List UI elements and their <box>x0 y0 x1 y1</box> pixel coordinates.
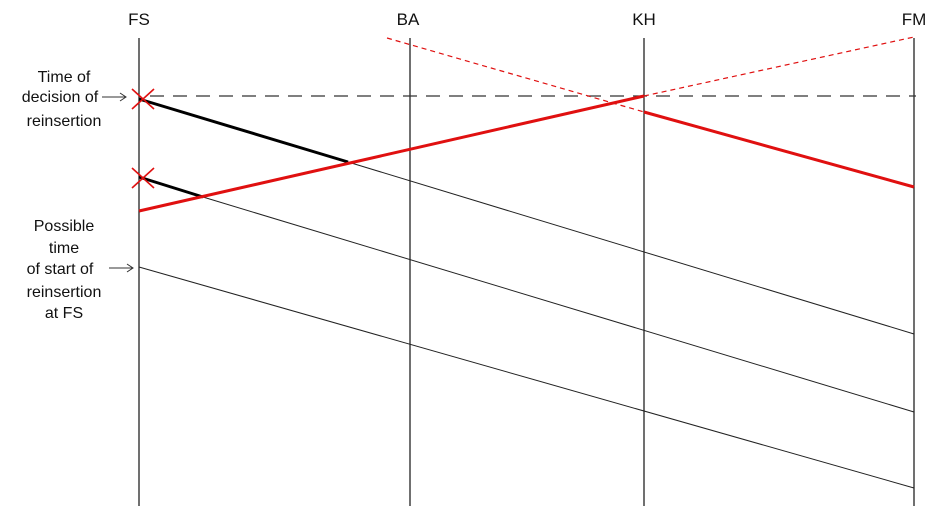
start-annotation-line-1: Possible <box>34 218 95 235</box>
start-annotation: Possible time of start of reinsertion at… <box>27 218 134 322</box>
decision-annotation-line-1: Time of <box>38 69 91 86</box>
decision-annotation-line-3: reinsertion <box>27 113 102 130</box>
station-label-kh: KH <box>632 10 656 29</box>
arrow-right-icon <box>109 263 134 273</box>
station-label-ba: BA <box>397 10 420 29</box>
red-dashed-extension-left <box>386 37 645 113</box>
station-label-fm: FM <box>902 10 927 29</box>
start-annotation-line-2: time <box>49 240 79 257</box>
reinsertion-path-down <box>643 110 915 189</box>
arrow-right-icon <box>102 92 127 102</box>
start-annotation-line-3: of start of <box>27 261 94 278</box>
cross-mark-icon <box>131 167 155 189</box>
train-path-2 <box>202 196 915 413</box>
decision-annotation-line-2: decision of <box>22 89 99 106</box>
station-label-fs: FS <box>128 10 150 29</box>
reinsertion-path-up <box>138 94 645 213</box>
cancelled-segment-2 <box>138 175 204 199</box>
train-path-1 <box>347 161 915 335</box>
start-annotation-line-4: reinsertion <box>27 284 102 301</box>
decision-annotation: Time of decision of reinsertion <box>22 69 127 130</box>
red-dashed-extension-right <box>643 36 915 97</box>
start-annotation-line-5: at FS <box>45 305 83 322</box>
cancelled-segment-1 <box>138 97 349 164</box>
train-path-3 <box>138 266 915 489</box>
cross-mark-icon <box>131 88 155 110</box>
